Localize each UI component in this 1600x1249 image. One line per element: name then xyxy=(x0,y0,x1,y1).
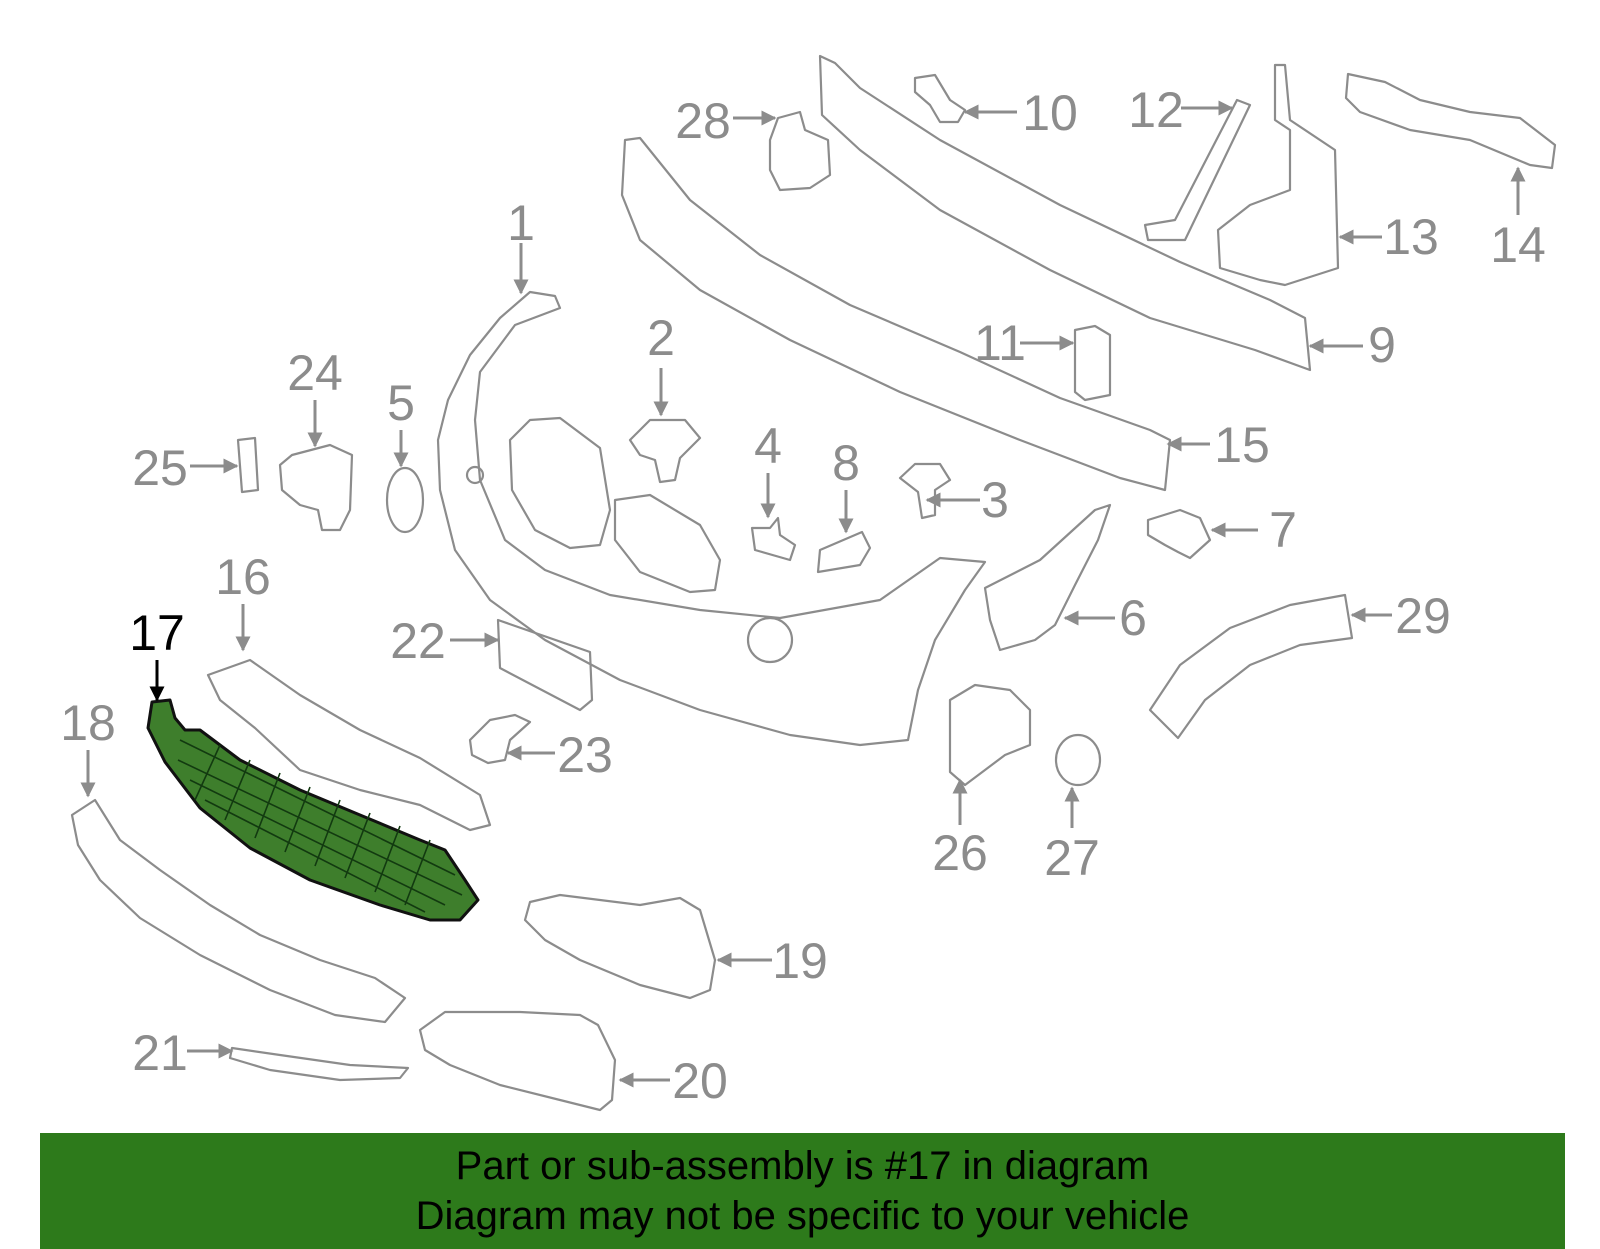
callout-24[interactable]: 24 xyxy=(287,345,343,401)
part-29-arch-trim[interactable] xyxy=(1148,593,1354,740)
callout-2[interactable]: 2 xyxy=(647,310,675,366)
part-14-carrier[interactable] xyxy=(1344,72,1557,170)
parts-diagram: 1 2 3 4 5 6 7 8 9 10 11 12 13 14 15 16 1… xyxy=(60,54,1557,1112)
callout-18[interactable]: 18 xyxy=(60,695,116,751)
part-15-absorber[interactable] xyxy=(620,136,1172,492)
callout-13[interactable]: 13 xyxy=(1383,209,1439,265)
part-28-sensor[interactable] xyxy=(768,110,832,192)
part-8-cap[interactable] xyxy=(816,530,872,574)
part-3-screw[interactable] xyxy=(898,462,952,520)
callout-1[interactable]: 1 xyxy=(507,195,535,251)
callout-10[interactable]: 10 xyxy=(1022,85,1078,141)
banner-line-2: Diagram may not be specific to your vehi… xyxy=(415,1194,1190,1238)
part-7-clip[interactable] xyxy=(1146,508,1212,560)
callout-27[interactable]: 27 xyxy=(1044,830,1100,886)
part-22-plate[interactable] xyxy=(496,618,594,712)
callout-23[interactable]: 23 xyxy=(557,727,613,783)
part-16-carrier[interactable] xyxy=(206,658,492,832)
callout-21[interactable]: 21 xyxy=(132,1025,188,1081)
part-12-strut[interactable] xyxy=(1143,98,1252,242)
callout-17[interactable]: 17 xyxy=(129,605,185,661)
callout-29[interactable]: 29 xyxy=(1395,588,1451,644)
callout-4[interactable]: 4 xyxy=(754,418,782,474)
part-2-clip[interactable] xyxy=(628,418,702,484)
part-9-reinforcement[interactable] xyxy=(818,54,1312,372)
callout-15[interactable]: 15 xyxy=(1214,417,1270,473)
part-1-grille-opening xyxy=(508,416,612,550)
callout-7[interactable]: 7 xyxy=(1269,502,1297,558)
banner-line-1: Part or sub-assembly is #17 in diagram xyxy=(455,1144,1150,1188)
part-27-ring[interactable] xyxy=(1054,733,1102,787)
part-24-sensor[interactable] xyxy=(278,443,354,532)
part-23-screw[interactable] xyxy=(468,713,532,765)
part-18-lower-grille[interactable] xyxy=(70,798,407,1024)
callout-14[interactable]: 14 xyxy=(1490,217,1546,273)
callout-5[interactable]: 5 xyxy=(387,375,415,431)
callout-19[interactable]: 19 xyxy=(772,933,828,989)
part-1-grille-opening-right xyxy=(613,493,722,594)
callout-25[interactable]: 25 xyxy=(132,440,188,496)
part-6-bracket[interactable] xyxy=(983,503,1112,652)
part-11-bracket[interactable] xyxy=(1073,324,1112,402)
part-1-fog-hole xyxy=(746,616,794,664)
part-17-lower-grille-highlighted[interactable] xyxy=(146,698,480,922)
callout-22[interactable]: 22 xyxy=(390,613,446,669)
part-5-seal-ring[interactable] xyxy=(385,466,425,534)
part-21-trim-strip[interactable] xyxy=(228,1046,410,1082)
part-20-fog-trim[interactable] xyxy=(418,1010,617,1112)
callout-16[interactable]: 16 xyxy=(215,549,271,605)
callout-6[interactable]: 6 xyxy=(1119,590,1147,646)
info-banner: Part or sub-assembly is #17 in diagram D… xyxy=(40,1133,1565,1249)
part-19-fog-grille[interactable] xyxy=(523,893,717,1000)
part-4-bracket[interactable] xyxy=(750,516,797,562)
part-13-bracket[interactable] xyxy=(1216,63,1340,287)
part-1-sensor-hole xyxy=(465,465,485,485)
callout-11[interactable]: 11 xyxy=(974,315,1026,371)
part-10-bracket[interactable] xyxy=(913,73,967,124)
callout-9[interactable]: 9 xyxy=(1368,317,1396,373)
callout-3[interactable]: 3 xyxy=(981,472,1009,528)
part-17-grid xyxy=(177,739,463,913)
callout-12[interactable]: 12 xyxy=(1128,82,1184,138)
callout-8[interactable]: 8 xyxy=(832,435,860,491)
callout-20[interactable]: 20 xyxy=(672,1053,728,1109)
callout-28[interactable]: 28 xyxy=(675,93,731,149)
callout-26[interactable]: 26 xyxy=(932,825,988,881)
part-26-sensor[interactable] xyxy=(948,683,1032,787)
part-1-bumper-cover[interactable] xyxy=(436,290,987,747)
part-25-bracket[interactable] xyxy=(236,436,260,494)
